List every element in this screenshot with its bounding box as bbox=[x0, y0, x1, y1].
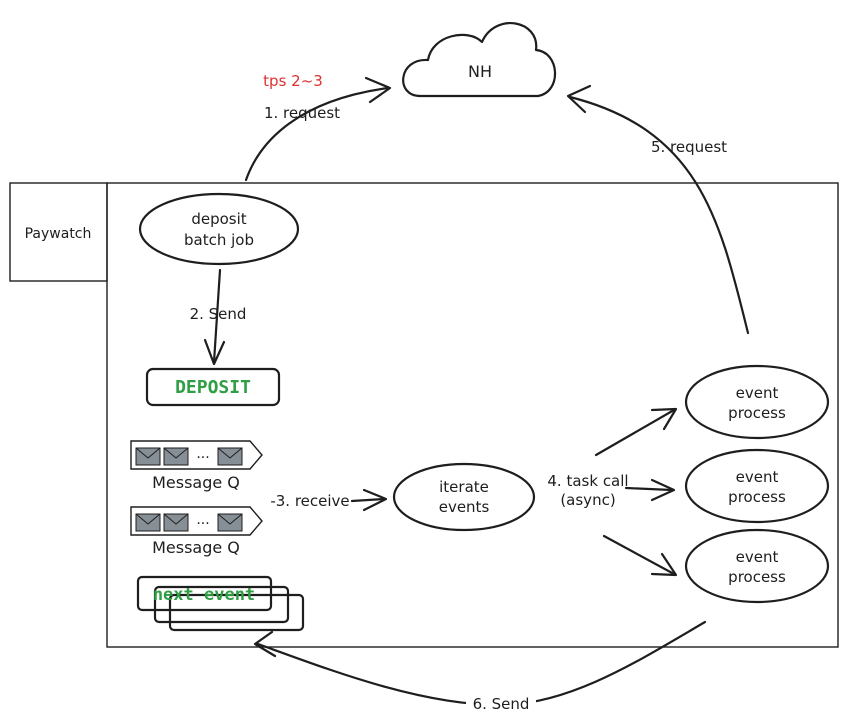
node-batch-job bbox=[138, 192, 300, 266]
edge-label-send-6: 6. Send bbox=[473, 695, 530, 713]
edge-label-task-4-line2: (async) bbox=[560, 491, 615, 509]
queue-label-1: Message Q bbox=[152, 473, 240, 492]
message-queue-1: ··· bbox=[130, 440, 263, 470]
node-event-2-line2: process bbox=[728, 488, 786, 506]
arrowhead bbox=[566, 84, 592, 114]
edge-request-5 bbox=[568, 95, 750, 335]
envelope-icon bbox=[163, 513, 189, 532]
queue-label-2: Message Q bbox=[152, 538, 240, 557]
edge-label-send-2: 2. Send bbox=[190, 305, 247, 323]
cloud-icon bbox=[402, 22, 557, 98]
next-event-box-back1 bbox=[153, 585, 290, 624]
node-batch-job-line2: batch job bbox=[184, 231, 254, 249]
queue-dots: ··· bbox=[196, 450, 209, 466]
envelope-icon bbox=[217, 447, 243, 466]
next-event-box-back2 bbox=[168, 593, 305, 632]
edge-receive-3 bbox=[350, 497, 386, 503]
arrowhead bbox=[650, 407, 678, 431]
deposit-label: DEPOSIT bbox=[175, 377, 251, 398]
node-batch-job-line1: deposit bbox=[191, 210, 246, 228]
tps-annotation: tps 2~3 bbox=[263, 72, 323, 90]
edge-label-task-4-line1: 4. task call bbox=[547, 472, 628, 490]
node-iterate-line1: iterate bbox=[439, 478, 489, 496]
node-event-process-1 bbox=[684, 364, 830, 440]
arrowhead bbox=[362, 488, 388, 512]
edge-task-to-event-1 bbox=[594, 408, 676, 457]
edge-label-receive-3: -3. receive bbox=[270, 492, 349, 510]
edge-send-6 bbox=[256, 620, 707, 707]
node-event-process-2 bbox=[684, 448, 830, 524]
system-boundary bbox=[106, 182, 839, 648]
edge-label-send-6-bg bbox=[466, 693, 536, 713]
node-event-1-line2: process bbox=[728, 404, 786, 422]
arrowhead bbox=[650, 552, 678, 577]
node-event-3-line2: process bbox=[728, 568, 786, 586]
node-event-2-line1: event bbox=[736, 468, 779, 486]
envelope-icon bbox=[135, 447, 161, 466]
arrowhead bbox=[203, 338, 226, 366]
edge-task-to-event-2 bbox=[624, 486, 674, 492]
edge-label-request-1: 1. request bbox=[264, 104, 340, 122]
next-event-box bbox=[136, 575, 273, 612]
cloud-label: NH bbox=[468, 62, 492, 81]
node-event-3-line1: event bbox=[736, 548, 779, 566]
edge-label-request-5: 5. request bbox=[651, 138, 727, 156]
arrowhead bbox=[650, 478, 676, 502]
envelope-icon bbox=[217, 513, 243, 532]
edge-request-1 bbox=[244, 86, 390, 182]
node-event-1-line1: event bbox=[736, 384, 779, 402]
arrowhead bbox=[253, 630, 277, 658]
envelope-icon bbox=[135, 513, 161, 532]
deposit-box bbox=[145, 367, 281, 407]
envelope-icon bbox=[163, 447, 189, 466]
queue-dots: ··· bbox=[196, 516, 209, 532]
next-event-label: next event bbox=[153, 585, 255, 605]
node-event-process-3 bbox=[684, 528, 830, 604]
node-iterate-line2: events bbox=[439, 498, 490, 516]
edge-task-to-event-3 bbox=[602, 534, 676, 576]
node-iterate-events bbox=[392, 462, 536, 532]
edge-send-2 bbox=[212, 268, 222, 364]
paywatch-label: Paywatch bbox=[25, 226, 92, 242]
message-queue-2: ··· bbox=[130, 506, 263, 536]
arrowhead bbox=[364, 76, 392, 104]
